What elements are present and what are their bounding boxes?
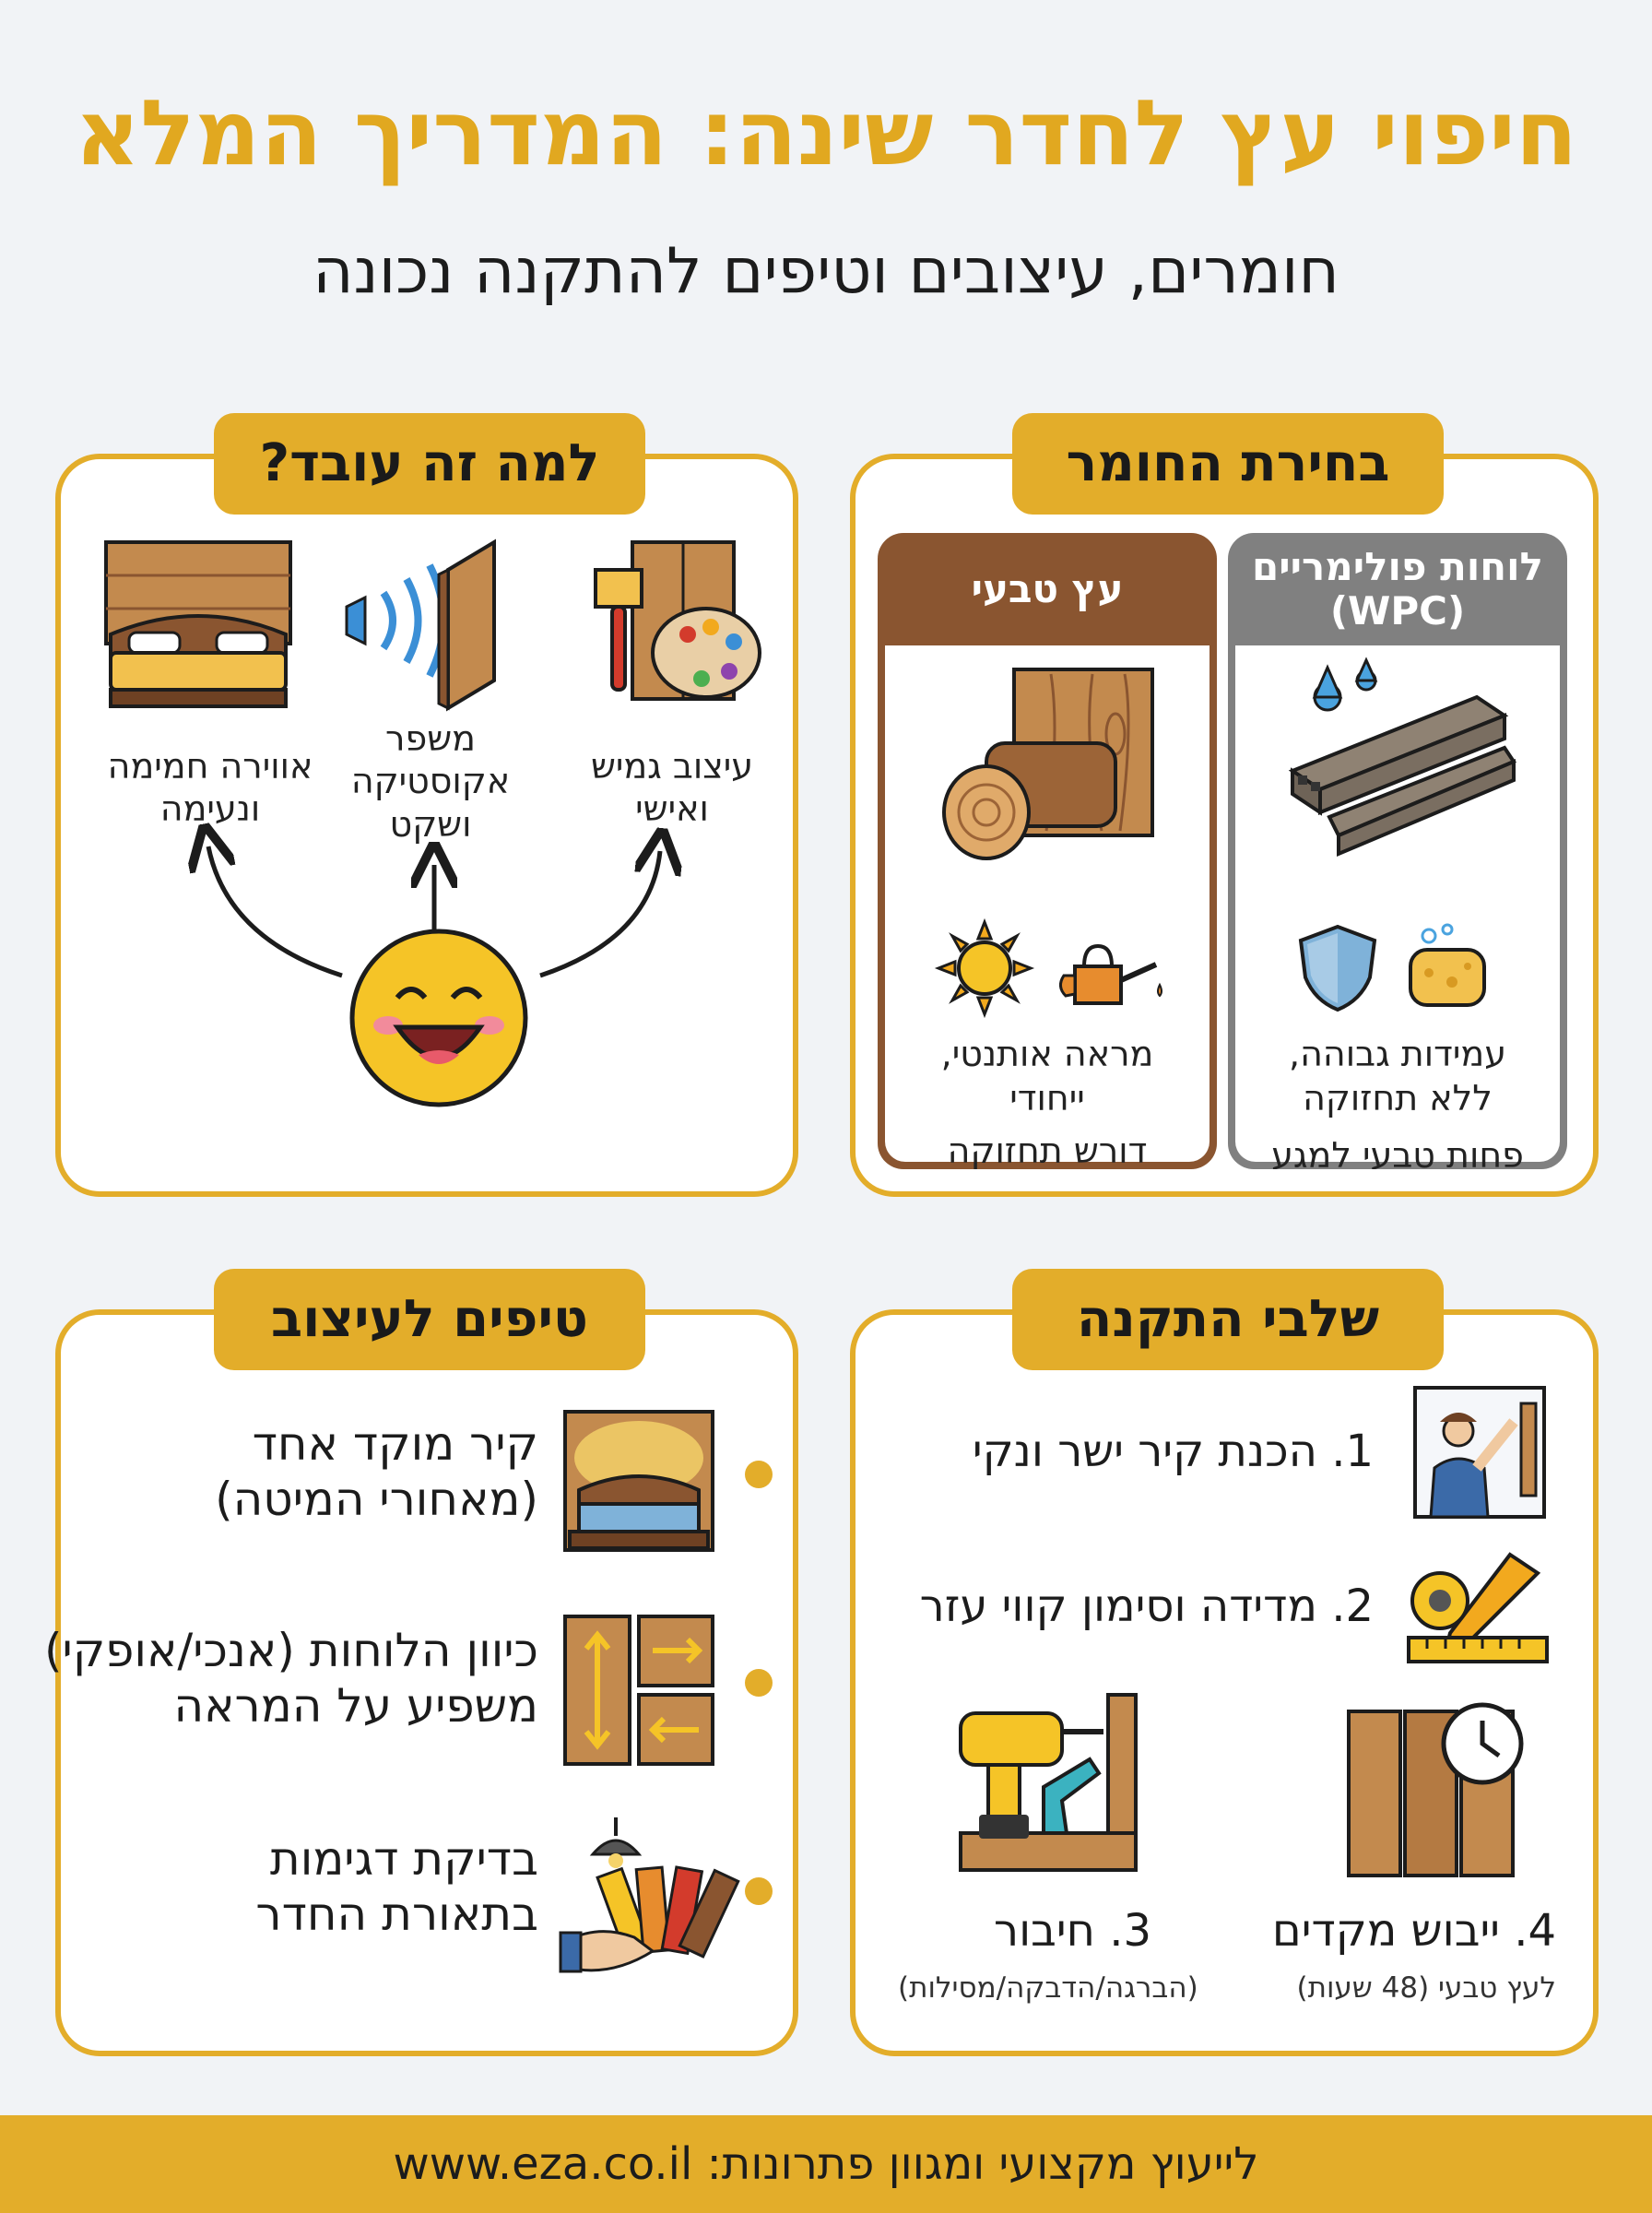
bed-icon <box>104 540 292 708</box>
step-4-note: לעץ טבעי (48 שעות) <box>1296 1971 1556 2005</box>
sponge-icon <box>1409 923 1486 1007</box>
tip-3-line1: בדיקת דגימות <box>269 1832 538 1886</box>
material-card: בחירת החומר לוחות פולימריים (WPC) <box>850 413 1599 1197</box>
tip-2-text: כיוון הלוחות (אנכי/אופקי) משפיע על המראה <box>44 1623 538 1734</box>
paint-palette-icon <box>594 540 761 701</box>
sound-wave-icon <box>345 538 496 712</box>
tip-2-line2: משפיע על המראה <box>173 1679 538 1733</box>
sun-icon <box>934 917 1035 1019</box>
tip-1-text: קיר מוקד אחד (מאחורי המיטה) <box>215 1416 538 1527</box>
why-card-label: למה זה עובד? <box>214 413 645 515</box>
drill-glue-gun-icon <box>959 1693 1138 1872</box>
plank-direction-icon <box>563 1615 714 1766</box>
page-subtitle: חומרים, עיצובים וטיפים להתקנה נכונה <box>313 235 1339 308</box>
natural-wood-pro-text: מראה אותנטי, ייחודי <box>940 1034 1154 1118</box>
tip-2-line1: כיוון הלוחות (אנכי/אופקי) <box>44 1624 538 1677</box>
measuring-tape-icon <box>1407 1552 1549 1663</box>
tip-1-line2: (מאחורי המיטה) <box>215 1473 538 1526</box>
wood-log-icon <box>942 668 1154 860</box>
arrows <box>61 459 804 978</box>
tip-bullet <box>745 1461 773 1488</box>
wpc-con-text: פחות טבעי למגע <box>1271 1135 1524 1169</box>
natural-wood-con-text: דורש תחזוקה (שימון/צביעה) <box>947 1130 1148 1169</box>
smiley-face-icon <box>349 929 528 1107</box>
natural-wood-panel: עץ טבעי <box>878 533 1217 1169</box>
why-card: למה זה עובד? עיצוב גמיש ואישי משפר אקוסט… <box>55 413 798 1197</box>
step-3-note: (הברגה/הדבקה/מסילות) <box>898 1971 1198 2005</box>
wpc-panel-title: לוחות פולימריים (WPC) <box>1252 543 1543 633</box>
tip-bullet <box>745 1669 773 1697</box>
shield-icon <box>1298 924 1377 1012</box>
step-3-text: 3. חיבור <box>994 1905 1152 1957</box>
tips-card: טיפים לעיצוב קיר מוקד אחד (מאחורי המיטה)… <box>44 1269 798 2056</box>
why-item-flexible-design: עיצוב גמיש ואישי <box>590 746 754 830</box>
footer: לייעוץ מקצועי ומגוון פתרונות: www.eza.co… <box>0 2115 1652 2213</box>
planks-clock-icon <box>1347 1702 1524 1877</box>
natural-wood-panel-title: עץ טבעי <box>971 565 1124 611</box>
step-2-text: 2. מדידה וסימון קווי עזר <box>919 1580 1374 1632</box>
focus-wall-bed-icon <box>563 1410 714 1552</box>
wpc-pro-text: עמידות גבוהה, ללא תחזוקה <box>1289 1034 1506 1118</box>
oil-can-icon <box>1059 943 1162 1005</box>
page-title: חיפוי עץ לחדר שינה: המדריך המלא <box>74 81 1578 186</box>
wpc-boards-icon <box>1288 657 1517 858</box>
step-1-text: 1. הכנת קיר ישר ונקי <box>972 1426 1374 1477</box>
tip-3-line2: בתאורת החדר <box>255 1888 538 1941</box>
material-card-label: בחירת החומר <box>1012 413 1444 515</box>
color-samples-icon <box>559 1817 740 1973</box>
why-item-warm-atmosphere: אווירה חמימה ונעימה <box>107 746 313 830</box>
wpc-panel: לוחות פולימריים (WPC) <box>1228 533 1567 1169</box>
steps-card: שלבי התקנה 1. הכנת קיר ישר ונקי 2. מדידה… <box>850 1269 1599 2056</box>
steps-card-label: שלבי התקנה <box>1012 1269 1444 1370</box>
tip-bullet <box>745 1877 773 1905</box>
why-item-acoustics: משפר אקוסטיקה ושקט <box>350 718 511 845</box>
footer-website-link[interactable]: www.eza.co.il <box>393 2138 693 2190</box>
step-4-text: 4. ייבוש מקדים <box>1271 1905 1556 1957</box>
wall-prep-icon <box>1413 1386 1546 1519</box>
tip-1-line1: קיר מוקד אחד <box>252 1417 538 1471</box>
tip-3-text: בדיקת דגימות בתאורת החדר <box>255 1831 538 1942</box>
footer-text: לייעוץ מקצועי ומגוון פתרונות: <box>706 2138 1259 2190</box>
tips-card-label: טיפים לעיצוב <box>214 1269 645 1370</box>
